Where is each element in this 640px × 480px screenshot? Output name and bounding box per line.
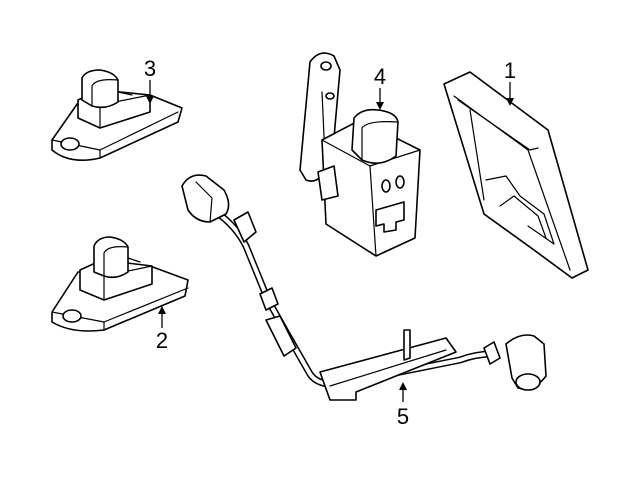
callout-5-leader xyxy=(399,382,407,402)
callout-4: 4 xyxy=(374,64,386,89)
part-3-sensor[interactable] xyxy=(51,69,183,161)
callout-3: 3 xyxy=(144,56,156,81)
callout-1-leader xyxy=(506,82,514,106)
callout-3-leader xyxy=(146,80,154,104)
part-1-control-module[interactable] xyxy=(443,71,589,279)
callout-2: 2 xyxy=(156,328,168,353)
part-5-wiring-harness[interactable] xyxy=(181,174,547,401)
callout-4-leader xyxy=(376,88,384,110)
part-4-level-sensor[interactable] xyxy=(299,52,421,257)
part-2-sensor[interactable] xyxy=(51,236,189,332)
callout-2-leader xyxy=(158,306,166,328)
callout-1: 1 xyxy=(504,58,516,83)
callout-5: 5 xyxy=(397,404,409,429)
